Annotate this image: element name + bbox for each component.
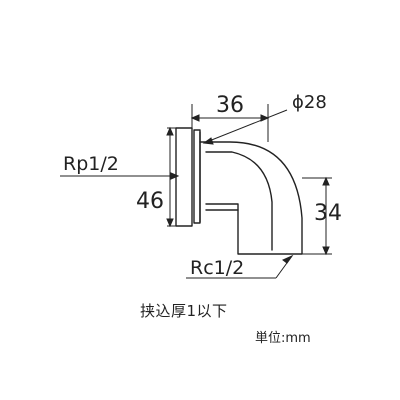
- clamp-thickness-note: 挟込厚1以下: [140, 302, 228, 320]
- unit-note: 単位:mm: [255, 331, 311, 346]
- dimension-34: [302, 176, 332, 256]
- dimension-46-label: 46: [136, 189, 164, 214]
- elbow-inner: [205, 151, 273, 251]
- thread-rp-label: Rp1/2: [63, 153, 119, 175]
- diameter-label: ϕ28: [292, 92, 327, 113]
- dimension-46: [166, 126, 176, 228]
- collar-ring: [193, 129, 201, 224]
- leader-diameter: [202, 109, 288, 145]
- elbow-outer: [199, 141, 303, 255]
- dimension-36-label: 36: [216, 93, 244, 118]
- elbow-step: [205, 203, 239, 211]
- thread-rc-label: Rc1/2: [190, 257, 244, 279]
- dimension-34-label: 34: [314, 201, 342, 226]
- dimension-36: [190, 104, 270, 142]
- leader-rc: [186, 254, 294, 279]
- fitting-body: [175, 127, 303, 255]
- mounting-flange: [175, 127, 193, 227]
- leader-rp: [60, 172, 180, 180]
